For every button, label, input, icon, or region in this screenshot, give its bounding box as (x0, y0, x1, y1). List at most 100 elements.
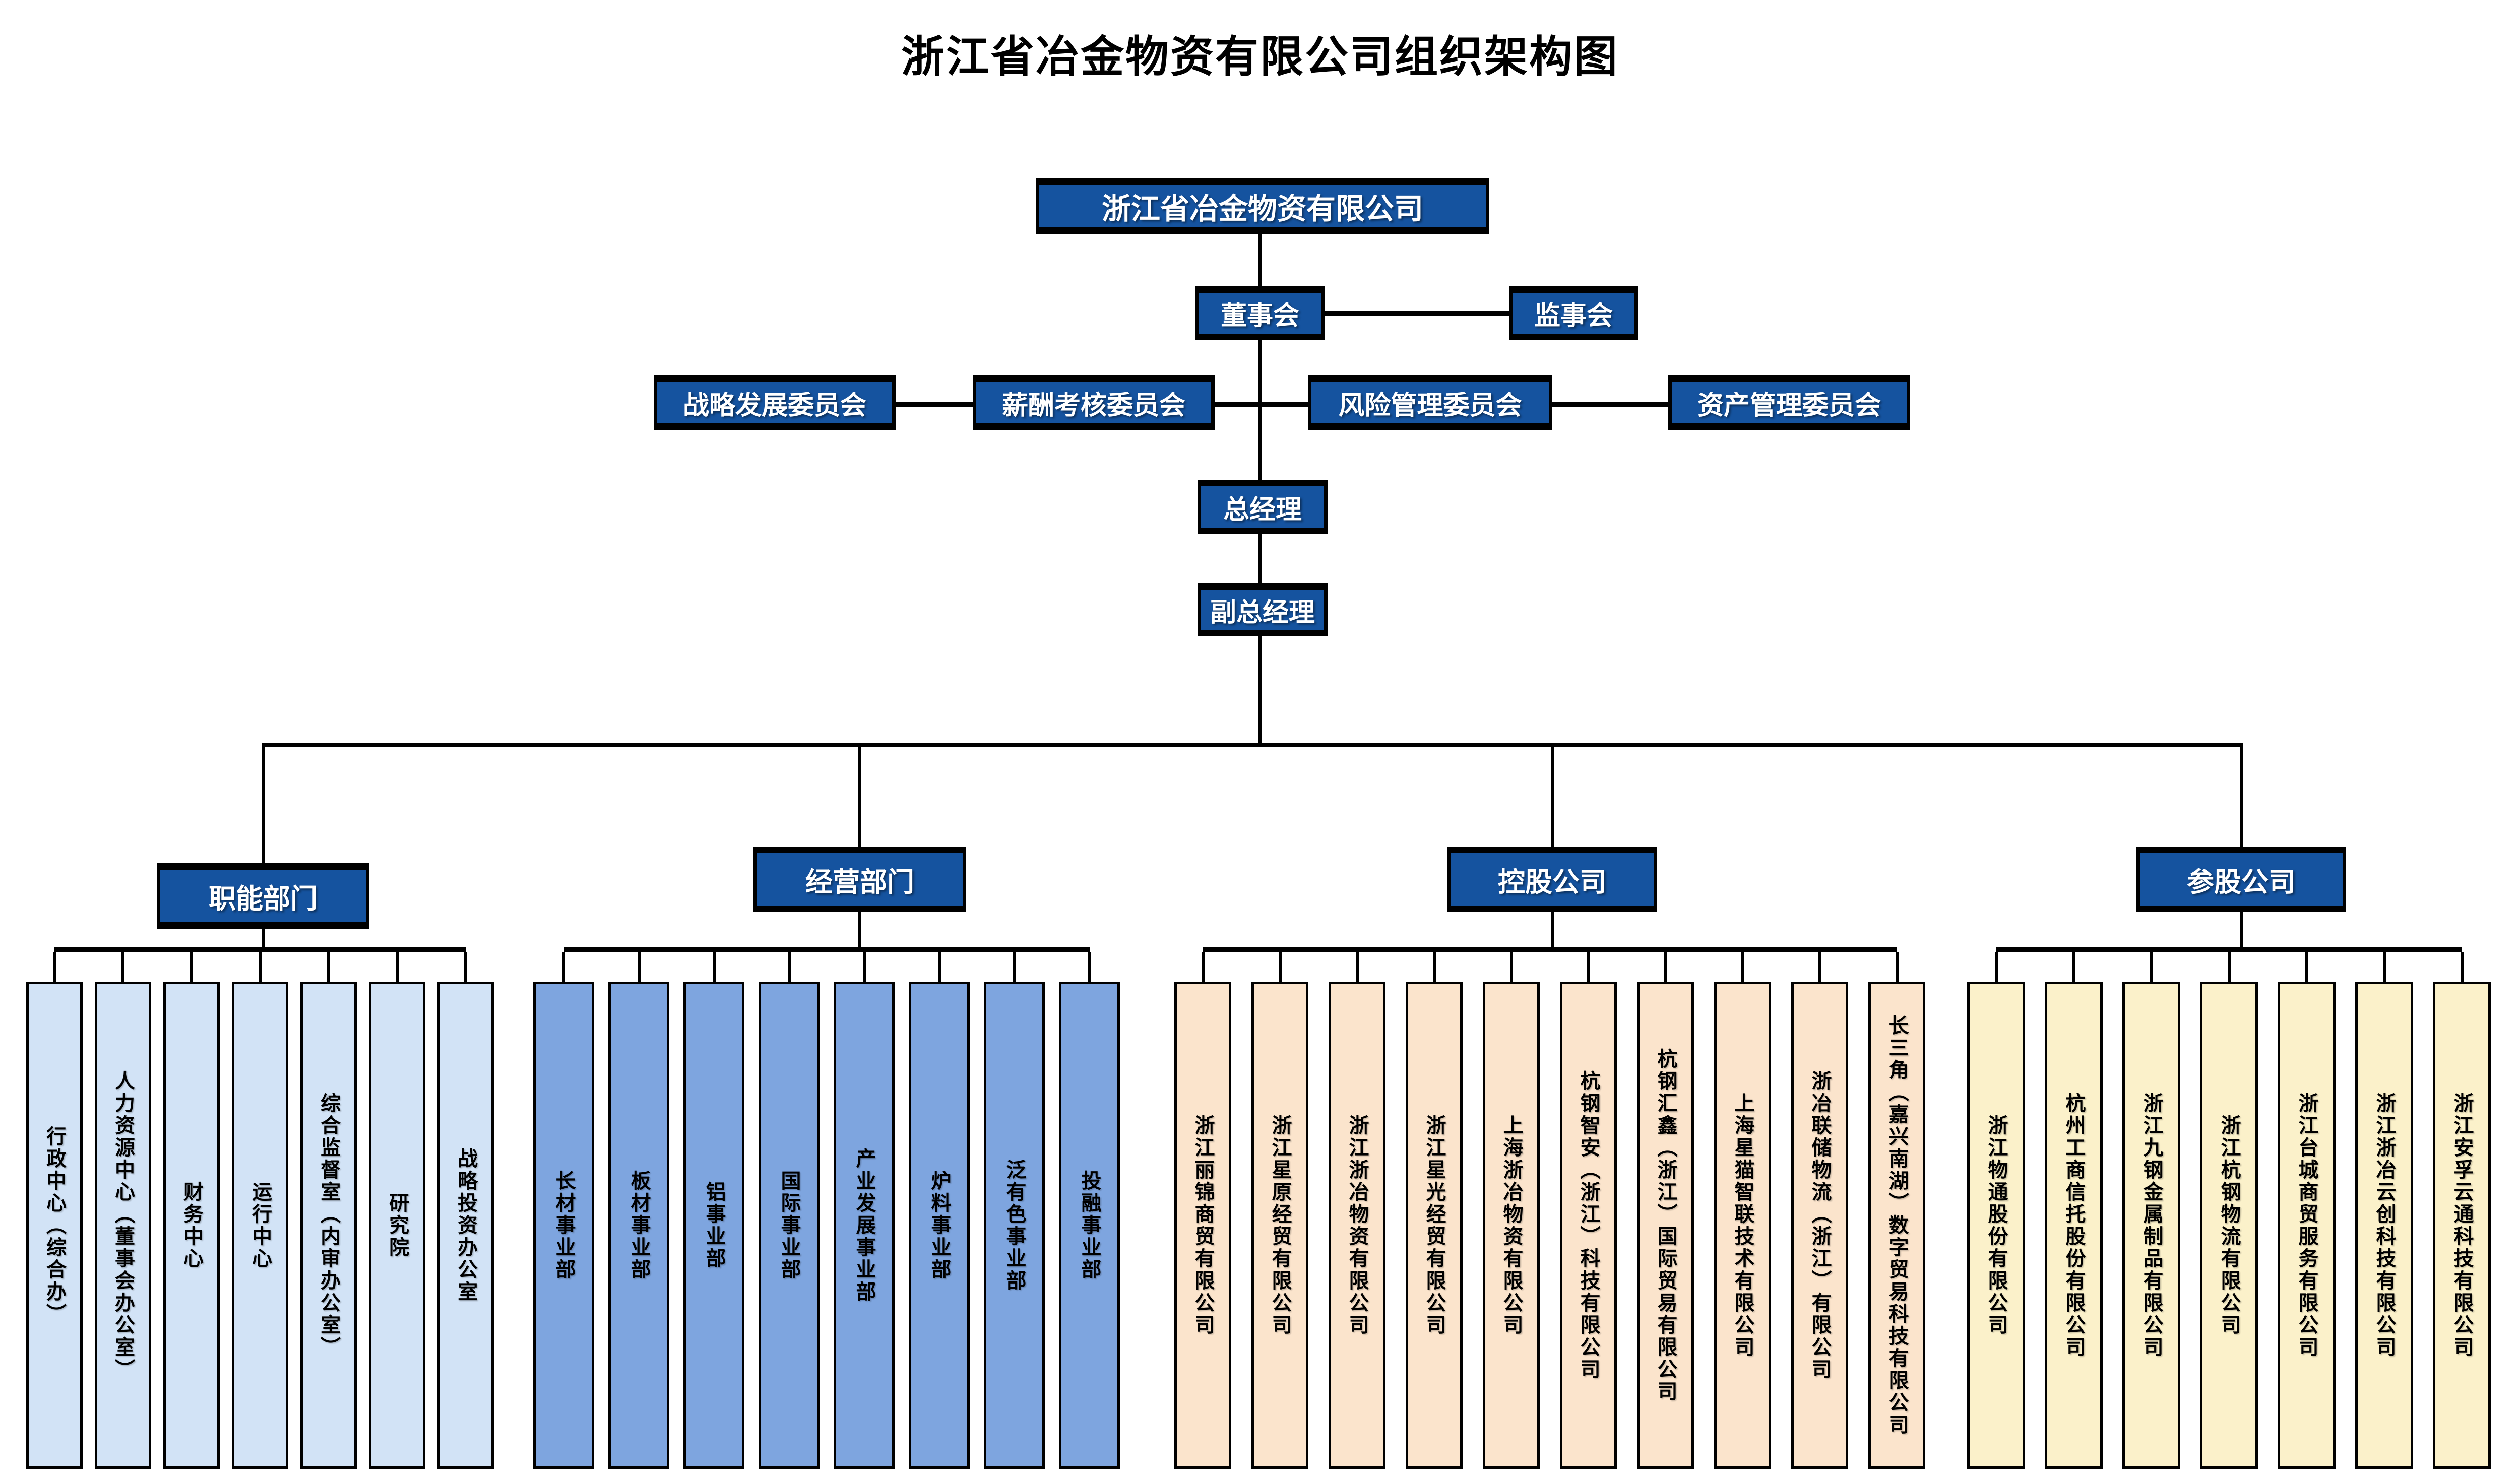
org-unit-box: 行政中心（综合办） (26, 982, 83, 1469)
connector-drop (2072, 952, 2075, 982)
org-unit: 浙江杭钢物流有限公司 (2200, 952, 2258, 1469)
org-unit: 杭钢汇鑫（浙江）国际贸易有限公司 (1637, 952, 1694, 1469)
org-unit: 投融事业部 (1059, 952, 1120, 1469)
org-unit: 铝事业部 (683, 952, 744, 1469)
org-unit-label: 上海浙冶物资有限公司 (1500, 1114, 1523, 1336)
org-unit: 上海星猫智联技术有限公司 (1714, 952, 1771, 1469)
connector-drop (1432, 952, 1436, 982)
org-unit: 浙冶联储物流（浙江）有限公司 (1791, 952, 1848, 1469)
connector-drop (464, 952, 467, 982)
connector-drop (1278, 952, 1282, 982)
committee-label: 资产管理委员会 (1697, 391, 1881, 420)
org-unit-box: 长三角（嘉兴南湖）数字贸易科技有限公司 (1868, 982, 1925, 1469)
committee-label: 战略发展委员会 (682, 391, 866, 420)
org-unit-label: 浙江杭钢物流有限公司 (2218, 1114, 2240, 1336)
org-unit-label: 长三角（嘉兴南湖）数字贸易科技有限公司 (1885, 1014, 1908, 1436)
org-unit-box: 人力资源中心（董事会办公室） (95, 982, 151, 1469)
org-unit-box: 上海浙冶物资有限公司 (1483, 982, 1540, 1469)
committee-box-compensation: 薪酬考核委员会 (973, 375, 1215, 430)
connector-drop (2305, 952, 2308, 982)
org-unit-list-invested: 浙江物通股份有限公司 杭州工商信托股份有限公司 浙江九钢金属制品有限公司 浙江杭钢物流… (1967, 947, 2491, 1469)
org-unit-box: 浙江杭钢物流有限公司 (2200, 982, 2258, 1469)
board-supervisory-link (1320, 311, 1512, 316)
connector-drop (190, 952, 193, 982)
connector-drop (121, 952, 124, 982)
bus-line (1996, 947, 2462, 952)
category-bus-drop-line (2240, 912, 2243, 947)
org-unit-box: 浙江台城商贸服务有限公司 (2278, 982, 2336, 1469)
connector-drop (787, 952, 791, 982)
org-unit-box: 浙江物通股份有限公司 (1967, 982, 2025, 1469)
group-header-label: 参股公司 (2187, 867, 2296, 897)
org-unit-box: 运行中心 (232, 982, 288, 1469)
category-drop-line (858, 743, 861, 847)
org-unit: 浙江浙冶云创科技有限公司 (2355, 952, 2413, 1469)
connector-drop (937, 952, 941, 982)
org-unit: 杭州工商信托股份有限公司 (2045, 952, 2103, 1469)
org-unit-label: 人力资源中心（董事会办公室） (112, 1070, 134, 1381)
supervisory-box: 监事会 (1509, 286, 1638, 340)
org-unit: 浙江台城商贸服务有限公司 (2278, 952, 2336, 1469)
org-unit-label: 行政中心（综合办） (43, 1125, 66, 1325)
org-unit-box: 泛有色事业部 (984, 982, 1045, 1469)
org-unit-box: 财务中心 (163, 982, 220, 1469)
org-unit-box: 产业发展事业部 (834, 982, 895, 1469)
bus-line (54, 947, 466, 952)
group-header-label: 控股公司 (1498, 867, 1607, 897)
connector-drop (2382, 952, 2386, 982)
org-unit-box: 浙冶联储物流（浙江）有限公司 (1791, 982, 1848, 1469)
org-unit: 运行中心 (232, 952, 288, 1469)
org-unit: 浙江安孚云通科技有限公司 (2433, 952, 2491, 1469)
org-unit-label: 运行中心 (249, 1181, 271, 1270)
connector-drop (2150, 952, 2153, 982)
org-unit: 炉料事业部 (909, 952, 970, 1469)
org-unit-list-operating: 长材事业部 板材事业部 铝事业部国际事业部 产业发展事业部 炉料事业部泛有色事业部 投融事… (533, 947, 1120, 1469)
org-unit-box: 国际事业部 (759, 982, 820, 1469)
org-unit: 综合监督室（内审办公室） (300, 952, 357, 1469)
org-unit-box: 板材事业部 (608, 982, 669, 1469)
org-unit-box: 浙江星光经贸有限公司 (1406, 982, 1463, 1469)
org-unit-label: 浙江浙冶物资有限公司 (1346, 1114, 1368, 1336)
group-header-functional-departments: 职能部门 (157, 863, 369, 929)
org-unit-label: 板材事业部 (627, 1170, 650, 1281)
category-drop-line (2240, 743, 2243, 847)
connector-drop (1587, 952, 1590, 982)
connector-drop (1818, 952, 1821, 982)
deputy-general-manager-label: 副总经理 (1210, 598, 1315, 627)
root-company-label: 浙江省冶金物资有限公司 (1101, 192, 1423, 225)
committee-box-strategy: 战略发展委员会 (654, 375, 896, 430)
group-header-label: 经营部门 (805, 867, 914, 897)
connector-drop (1088, 952, 1091, 982)
category-bus-drop-line (858, 912, 861, 947)
org-unit: 板材事业部 (608, 952, 669, 1469)
org-unit-label: 投融事业部 (1078, 1170, 1101, 1281)
category-drop-line (1551, 743, 1554, 847)
org-unit-label: 浙江物通股份有限公司 (1985, 1114, 2007, 1336)
org-unit: 杭钢智安（浙江）科技有限公司 (1560, 952, 1617, 1469)
category-drop-line (262, 743, 265, 863)
general-manager-label: 总经理 (1223, 495, 1302, 525)
connector-drop (712, 952, 716, 982)
org-unit-label: 长材事业部 (552, 1170, 575, 1281)
org-unit: 行政中心（综合办） (26, 952, 83, 1469)
org-unit-label: 杭州工商信托股份有限公司 (2062, 1092, 2085, 1359)
org-unit-label: 浙江星原经贸有限公司 (1269, 1114, 1291, 1336)
org-unit-label: 产业发展事业部 (853, 1147, 875, 1303)
group-header-invested-companies: 参股公司 (2136, 847, 2346, 912)
org-unit: 上海浙冶物资有限公司 (1483, 952, 1540, 1469)
bus-line (563, 947, 1090, 952)
committee-label: 风险管理委员会 (1338, 391, 1522, 420)
group-header-operating-departments: 经营部门 (753, 847, 966, 912)
org-unit: 产业发展事业部 (834, 952, 895, 1469)
general-manager-box: 总经理 (1198, 480, 1328, 534)
org-unit: 国际事业部 (759, 952, 820, 1469)
org-unit-box: 长材事业部 (533, 982, 594, 1469)
org-unit: 浙江星原经贸有限公司 (1251, 952, 1308, 1469)
org-unit: 浙江九钢金属制品有限公司 (2122, 952, 2180, 1469)
org-unit-box: 浙江安孚云通科技有限公司 (2433, 982, 2491, 1469)
deputy-general-manager-box: 副总经理 (1198, 583, 1328, 636)
org-unit-label: 财务中心 (180, 1181, 203, 1270)
org-unit-box: 上海星猫智联技术有限公司 (1714, 982, 1771, 1469)
org-unit: 长三角（嘉兴南湖）数字贸易科技有限公司 (1868, 952, 1925, 1469)
